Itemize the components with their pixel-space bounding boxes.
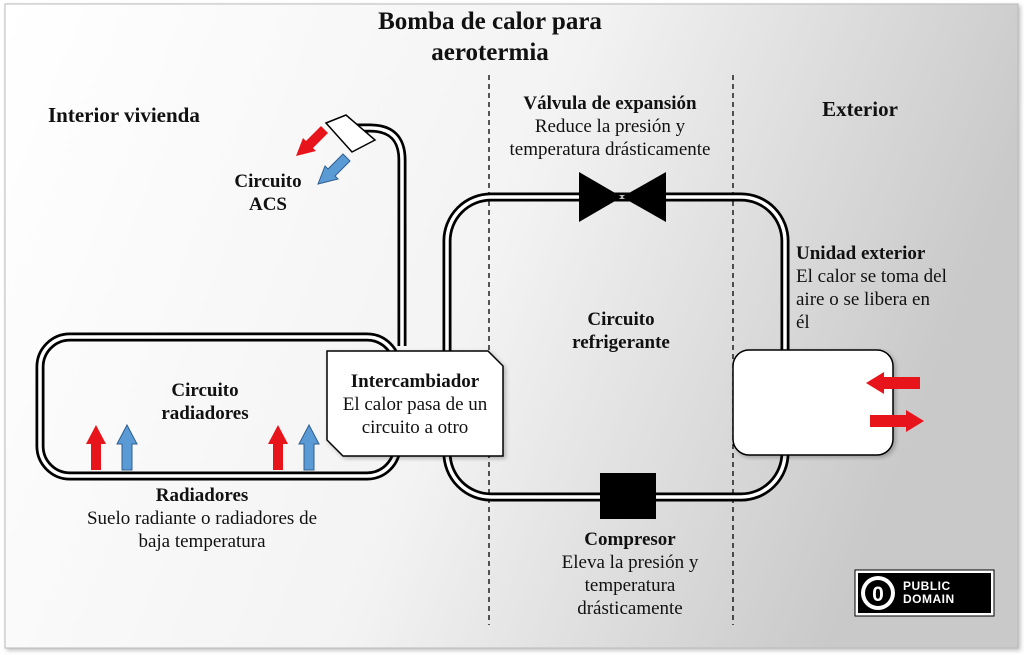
acs-line-1: Circuito bbox=[234, 171, 302, 192]
radiators-title: Radiadores bbox=[155, 485, 249, 506]
outdoor-unit-desc-1: El calor se toma del bbox=[796, 266, 947, 287]
exchanger-desc-2: circuito a otro bbox=[361, 417, 469, 438]
background-panel bbox=[4, 3, 1019, 649]
expansion-valve-icon bbox=[579, 172, 666, 222]
outdoor-unit-title: Unidad exterior bbox=[796, 243, 926, 264]
acs-hot-arrow bbox=[296, 126, 328, 156]
outdoor-unit-desc-2: aire o se libera en bbox=[796, 289, 930, 310]
exchanger-box bbox=[326, 350, 504, 457]
radiator-circuit-line-2: radiadores bbox=[161, 403, 249, 424]
public-domain-line-1: PUBLIC bbox=[903, 579, 951, 593]
public-domain-zero: 0 bbox=[872, 583, 884, 606]
valve-title: Válvula de expansión bbox=[523, 93, 697, 114]
valve-desc-2: temperatura drásticamente bbox=[509, 139, 711, 160]
radiator-cold-arrow-2 bbox=[298, 423, 320, 471]
compressor-label: Compresor Eleva la presión y temperatura… bbox=[540, 528, 720, 620]
exchanger-title: Intercambiador bbox=[350, 371, 480, 392]
acs-label: Circuito ACS bbox=[218, 170, 318, 216]
refrigerant-line-1: Circuito bbox=[587, 309, 655, 330]
radiators-desc-1: Suelo radiante o radiadores de bbox=[86, 508, 318, 529]
refrigerant-line-2: refrigerante bbox=[572, 332, 670, 353]
radiators-desc-2: baja temperatura bbox=[138, 531, 266, 552]
valve-desc-1: Reduce la presión y bbox=[534, 116, 686, 137]
compressor-desc-1: Eleva la presión y bbox=[561, 552, 699, 573]
title-line-2: aerotermia bbox=[431, 39, 549, 66]
outdoor-unit-desc-3: él bbox=[796, 312, 810, 333]
radiator-hot-arrow-2 bbox=[268, 425, 288, 470]
acs-cold-arrow bbox=[317, 153, 351, 185]
radiator-cold-arrow-1 bbox=[116, 423, 138, 471]
title-line-1: Bomba de calor para bbox=[378, 8, 602, 35]
zone-exterior-label: Exterior bbox=[822, 97, 898, 121]
compressor-desc-3: drásticamente bbox=[577, 598, 683, 619]
zone-interior-label: Interior vivienda bbox=[48, 103, 200, 127]
public-domain-badge: 0 bbox=[854, 569, 995, 617]
outdoor-arrow-in bbox=[866, 372, 920, 394]
outdoor-unit-box bbox=[732, 349, 894, 456]
radiators-label: Radiadores Suelo radiante o radiadores d… bbox=[52, 484, 352, 553]
acs-line-2: ACS bbox=[248, 194, 287, 215]
outdoor-unit-label: Unidad exterior El calor se toma del air… bbox=[796, 242, 947, 334]
compressor-desc-2: temperatura bbox=[584, 575, 676, 596]
radiator-circuit-label: Circuito radiadores bbox=[130, 379, 280, 425]
outdoor-arrow-out bbox=[870, 410, 924, 432]
diagram-title: Bomba de calor para aerotermia bbox=[335, 6, 645, 68]
radiator-circuit-line-1: Circuito bbox=[171, 380, 239, 401]
radiator-hot-arrow-1 bbox=[86, 425, 106, 470]
exchanger-label: Intercambiador El calor pasa de un circu… bbox=[330, 370, 500, 439]
acs-outlet bbox=[324, 114, 377, 153]
refrigerant-circuit-label: Circuito refrigerante bbox=[546, 308, 696, 354]
compressor-title: Compresor bbox=[584, 529, 676, 550]
valve-label: Válvula de expansión Reduce la presión y… bbox=[485, 92, 735, 161]
compressor-icon bbox=[600, 473, 656, 519]
public-domain-text: PUBLIC DOMAIN bbox=[903, 580, 955, 606]
public-domain-line-2: DOMAIN bbox=[903, 592, 955, 606]
exchanger-desc-1: El calor pasa de un bbox=[342, 394, 488, 415]
